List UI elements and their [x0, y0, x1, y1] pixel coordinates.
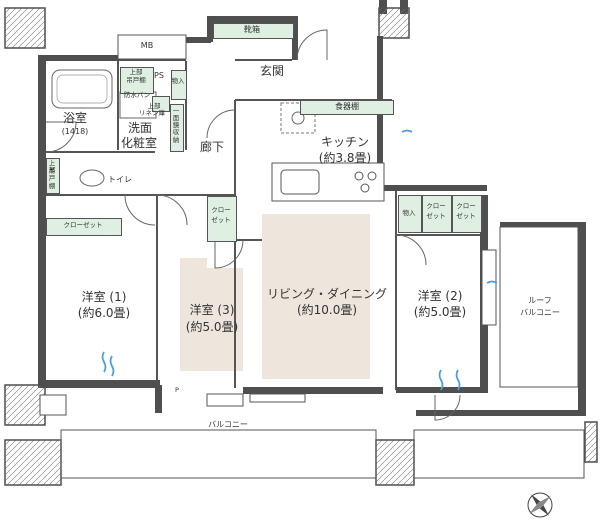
- pantry-cabinet: [300, 100, 394, 115]
- upper-cabinet-label-1: 上部: [129, 68, 143, 76]
- washroom-label-1: 洗面: [127, 121, 152, 135]
- upper-cabinet-label-2: 吊戸棚: [126, 76, 146, 84]
- shoe-cabinet-label: 靴箱: [244, 25, 260, 34]
- closet-western2a-label-2: ゼット: [426, 212, 446, 220]
- toilet-cabinet: [46, 158, 60, 194]
- mb-box: [117, 34, 187, 60]
- shoe-cabinet: [213, 23, 294, 39]
- western3-floor: [180, 258, 243, 371]
- washroom-storage-label: 一面鏡収納: [172, 107, 180, 144]
- closet-western2b-label-1: クロー: [456, 202, 476, 210]
- closet-western1-label: クローゼット: [63, 221, 103, 229]
- toilet-bowl: [79, 169, 105, 187]
- bath-size-label: (1418): [61, 127, 89, 136]
- toilet-label: トイレ: [108, 175, 132, 184]
- windows: [39, 249, 497, 416]
- upper-linen-label-2: リネン庫: [139, 109, 165, 117]
- kitchen-label: キッチン: [320, 135, 369, 149]
- roof-balcony-label-1: ルーフ: [528, 296, 552, 305]
- toilet-cabinet-label-1: 上部: [48, 159, 56, 175]
- bath-label: 浴室: [62, 111, 87, 125]
- closet-western2b: [452, 195, 482, 233]
- hallway-label: 廊下: [199, 140, 224, 154]
- western2-label: 洋室 (2): [417, 289, 463, 303]
- kitchen-size-label: (約3.8畳): [318, 151, 372, 165]
- storage-right-label: 物入: [402, 209, 416, 217]
- upper-linen: [152, 96, 170, 112]
- ventilation-marks: [101, 129, 498, 391]
- toilet-cabinet-label-2: 吊戸: [48, 167, 56, 183]
- closet-western3: [207, 196, 237, 242]
- western1-size-label: (約6.0畳): [77, 306, 131, 320]
- kitchen-counter: [271, 162, 385, 202]
- bathtub: [51, 69, 113, 109]
- entrance-label: 玄関: [259, 64, 284, 78]
- washroom-label-2: 化粧室: [120, 136, 157, 150]
- upper-cabinet: [120, 67, 154, 94]
- ps-label: PS: [154, 71, 164, 80]
- range-hood: [280, 102, 316, 134]
- toilet-cabinet-label-3: 棚: [48, 182, 56, 190]
- ldk-floor: [262, 214, 370, 379]
- closet-western2b-label-2: ゼット: [456, 212, 476, 220]
- balcony-outline: [60, 226, 585, 479]
- washroom-storage: [170, 104, 184, 152]
- western2-size-label: (約5.0畳): [413, 305, 467, 319]
- doors: [45, 29, 461, 421]
- closet-western1: [46, 218, 122, 236]
- mb-label: MB: [140, 41, 154, 50]
- ldk-size-label: (約10.0畳): [296, 303, 358, 317]
- closet-western3-label-2: ゼット: [211, 216, 231, 224]
- compass-icon: [527, 492, 553, 518]
- roof-balcony-label-2: バルコニー: [520, 308, 560, 317]
- p-mark: P: [175, 386, 179, 394]
- closet-western2a-label-1: クロー: [426, 202, 446, 210]
- ldk-label: リビング・ダイニング: [266, 287, 387, 301]
- western1-label: 洋室 (1): [81, 290, 127, 304]
- storage-right-box: [398, 195, 422, 233]
- closet-western3-label-1: クロー: [211, 206, 231, 214]
- partitions: [46, 59, 480, 390]
- pantry-cabinet-label: 食器棚: [335, 102, 359, 111]
- western3-size-label: (約5.0畳): [185, 320, 239, 334]
- waterproof-pan-label: 防水パン: [123, 91, 151, 99]
- balcony-label: バルコニー: [208, 420, 248, 429]
- upper-linen-label-1: 上部: [147, 102, 161, 110]
- closet-western2a: [422, 195, 452, 233]
- western3-label: 洋室 (3): [189, 303, 235, 317]
- storage-small-label: 物入: [171, 77, 185, 85]
- storage-small-box: [171, 70, 187, 100]
